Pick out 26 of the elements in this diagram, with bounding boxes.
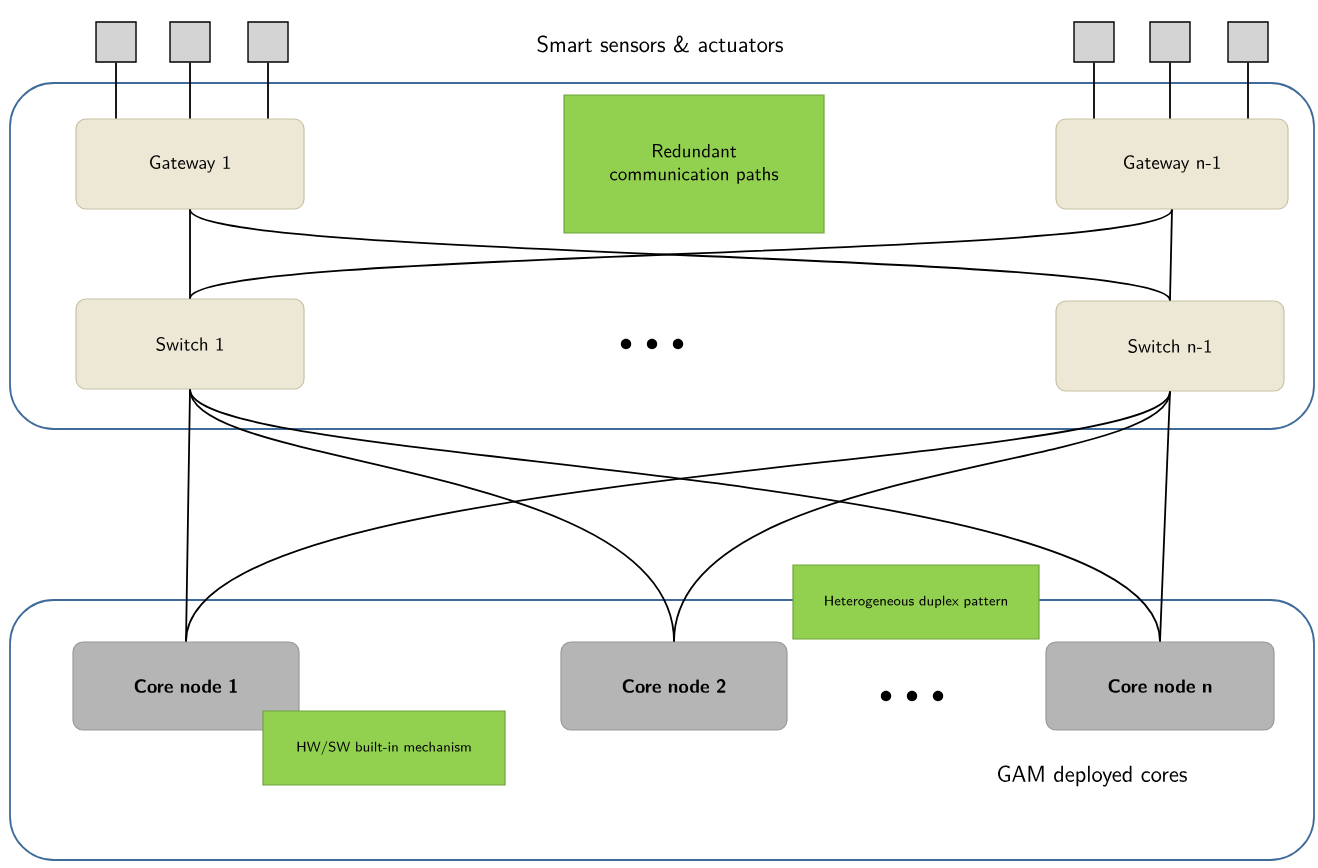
sensor-box <box>169 21 211 63</box>
sensor-box <box>1073 21 1115 63</box>
gateway-box: Gateway n-1 <box>1055 118 1289 210</box>
gateway-box: Gateway 1 <box>75 118 305 210</box>
switch-box: Switch 1 <box>75 298 305 390</box>
connector-line <box>1093 61 1095 120</box>
region-heading: GAM deployed cores <box>998 765 1187 787</box>
sensor-box <box>95 21 137 63</box>
region-heading: Smart sensors & actuators <box>537 35 783 53</box>
connector-line <box>115 61 117 120</box>
sensor-box <box>1227 21 1269 63</box>
connector-line <box>189 61 191 120</box>
core-node-box: Core node 2 <box>560 641 788 731</box>
connector-line <box>1169 61 1171 120</box>
connector-line <box>1247 61 1249 120</box>
connector-line <box>189 208 191 300</box>
sensor-box <box>1149 21 1191 63</box>
connector-line <box>1169 208 1173 302</box>
connector-line <box>267 61 269 120</box>
connector-line <box>1159 390 1171 643</box>
note-box: Redundant communication paths <box>563 94 825 234</box>
core-node-box: Core node 1 <box>72 641 300 731</box>
core-node-box: Core node n <box>1045 641 1275 731</box>
connector-line <box>673 390 1171 643</box>
switch-box: Switch n-1 <box>1055 300 1285 392</box>
sensor-box <box>247 21 289 63</box>
